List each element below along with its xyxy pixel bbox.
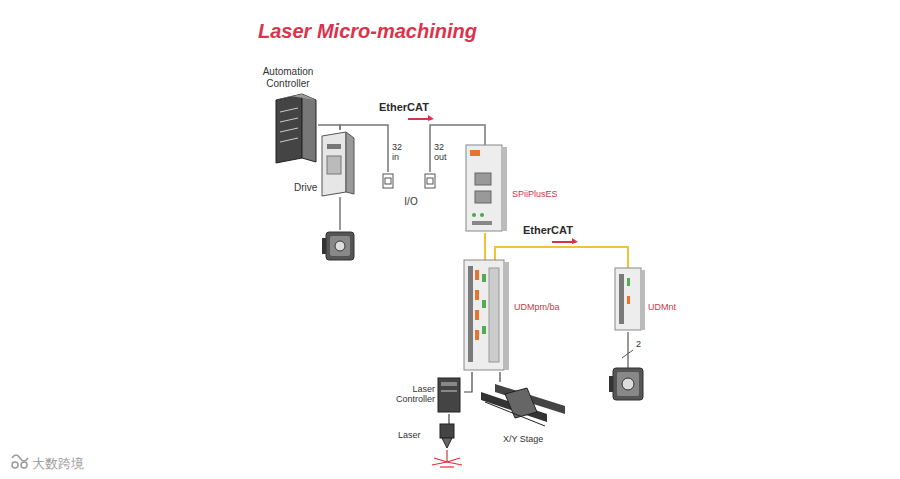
device-label: Automation Controller [256,66,320,89]
connector [495,247,628,268]
watermark-logo [12,455,28,468]
udm-nt-drive-graphic [612,268,687,332]
connector [484,233,486,260]
bus-label: EtherCAT [378,101,430,114]
udm-drive-module: UDMpm/ba [460,260,565,372]
motor-cable [627,332,628,368]
servo-motor [609,368,643,400]
device-label: UDMnt [648,302,676,312]
device-label: X/Y Stage [503,434,543,444]
device-label: Laser [398,430,421,440]
automation-controller: Automation Controller [258,66,318,166]
device-label: I/O [376,196,446,208]
spiiplus-controller: SPiiPlusES [462,145,567,233]
device-label: Laser Controller [380,384,435,405]
laser-head: Laser [398,424,458,450]
device-label: UDMpm/ba [514,302,560,312]
connector [318,125,340,130]
io-module: I/O [376,172,446,214]
laser-controller: Laser Controller [380,378,464,414]
laser-beam [432,450,462,467]
connector [464,372,472,392]
io-module-graphic [376,172,446,214]
xy-stage: X/Y Stage [475,382,570,448]
ethercat-arrow [408,115,578,244]
drive: Drive [296,130,358,204]
bus-label: EtherCAT [522,224,574,237]
udm-nt-drive: UDMnt [612,268,687,332]
axis-count: 2 [636,340,641,350]
diagram-title: Laser Micro-machining [258,20,477,43]
device-label: Drive [294,182,317,194]
servo-motor [322,232,354,260]
device-label: SPiiPlusES [512,189,558,199]
watermark: 大数跨境 [32,455,84,473]
io-count: 32 in [392,143,406,163]
udm-drive-module-graphic [460,260,565,372]
multi-axis-mark [622,350,633,358]
connector [499,372,500,382]
connector [448,414,449,424]
io-count: 32 out [434,143,452,163]
motor-cable [339,197,340,230]
